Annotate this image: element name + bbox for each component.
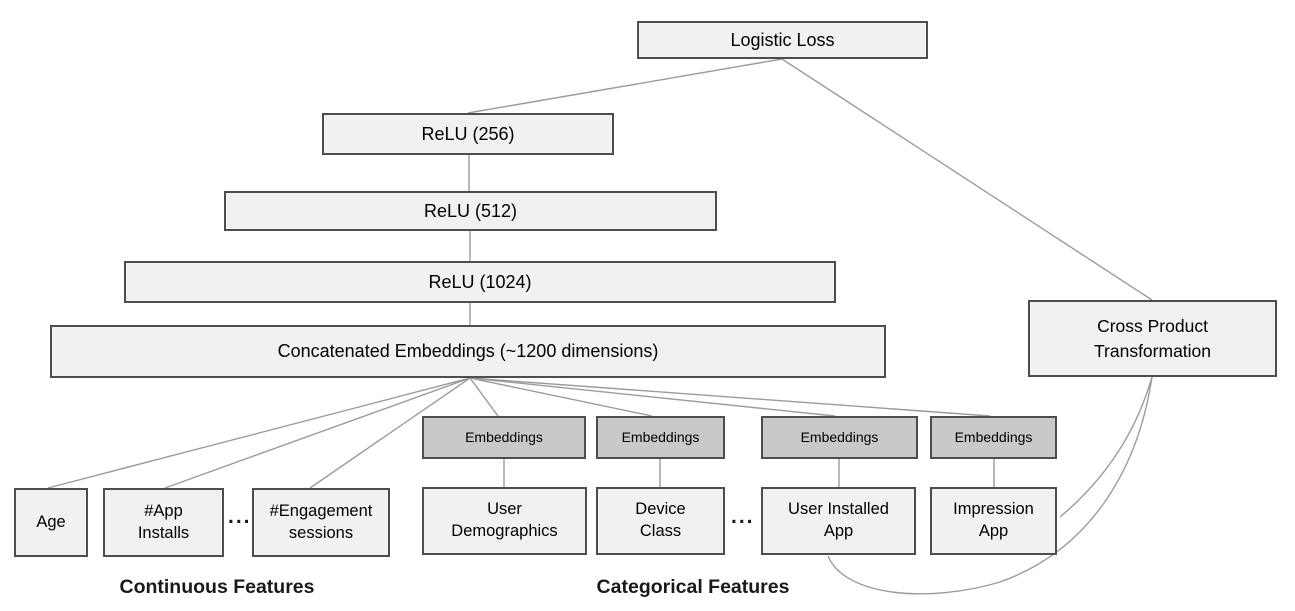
node-label: Embeddings (954, 428, 1033, 445)
node-embeddings-user-demographics: Embeddings (422, 416, 586, 459)
node-impression-app: Impression App (930, 487, 1057, 555)
categorical-features-label: Categorical Features (596, 576, 790, 598)
node-embeddings-device-class: Embeddings (596, 416, 725, 459)
node-embeddings-impression-app: Embeddings (930, 416, 1057, 459)
edge-concat-engagement (309, 377, 471, 489)
edge-concat-emb3 (469, 377, 836, 417)
node-label-line1: Impression (953, 500, 1034, 519)
node-label: ReLU (256) (421, 123, 515, 144)
node-engagement-sessions: #Engagement sessions (252, 488, 390, 557)
node-label: Logistic Loss (730, 29, 835, 50)
node-label-line2: sessions (288, 523, 354, 542)
node-age: Age (14, 488, 88, 557)
node-device-class: Device Class (596, 487, 725, 555)
edge-concat-emb4 (469, 377, 991, 417)
node-label: Embeddings (800, 428, 879, 445)
node-app-installs: #App Installs (103, 488, 224, 557)
node-label-line2: Installs (137, 523, 190, 542)
node-label-line2: App (823, 522, 854, 540)
node-relu-256: ReLU (256) (322, 113, 614, 155)
node-embeddings-user-installed-app: Embeddings (761, 416, 918, 459)
node-label: Embeddings (465, 428, 543, 445)
node-relu-1024: ReLU (1024) (124, 261, 836, 303)
node-label-line1: Cross Product (1097, 316, 1208, 336)
node-concatenated-embeddings: Concatenated Embeddings (~1200 dimension… (50, 325, 886, 378)
edge-concat-emb2 (469, 377, 653, 417)
edge-concat-age (47, 377, 471, 489)
node-label-line2: App (978, 522, 1009, 540)
node-label-line1: User Installed (788, 500, 889, 519)
node-label-line2: Transformation (1093, 340, 1212, 361)
node-label-line1: Device (635, 500, 686, 519)
node-label-line2: Demographics (451, 522, 558, 540)
continuous-ellipsis: ... (228, 505, 252, 528)
node-relu-512: ReLU (512) (224, 191, 717, 231)
node-label-line1: #Engagement (269, 501, 373, 520)
edge-crossproduct-impression-curve (1059, 376, 1153, 518)
node-label: Concatenated Embeddings (~1200 dimension… (277, 341, 659, 362)
edge-crossproduct-userinstalled-curve (827, 376, 1153, 595)
node-label-line2: Class (639, 522, 682, 540)
edge-logistic-to-crossproduct (781, 58, 1153, 301)
node-label: Embeddings (621, 428, 700, 445)
continuous-features-label: Continuous Features (119, 576, 315, 598)
node-logistic-loss: Logistic Loss (637, 21, 928, 59)
node-user-installed-app: User Installed App (761, 487, 916, 555)
node-label-line1: #App (144, 501, 183, 520)
node-label-line1: User (487, 500, 522, 519)
node-label: ReLU (1024) (428, 271, 532, 292)
categorical-ellipsis: ... (731, 505, 755, 528)
node-cross-product-transformation: Cross Product Transformation (1028, 300, 1277, 377)
node-label: ReLU (512) (423, 200, 518, 221)
node-user-demographics: User Demographics (422, 487, 587, 555)
edge-logistic-to-relu256 (467, 58, 783, 114)
node-label: Age (36, 512, 66, 531)
edge-concat-emb1 (469, 377, 499, 417)
edge-concat-appinstalls (164, 377, 471, 489)
